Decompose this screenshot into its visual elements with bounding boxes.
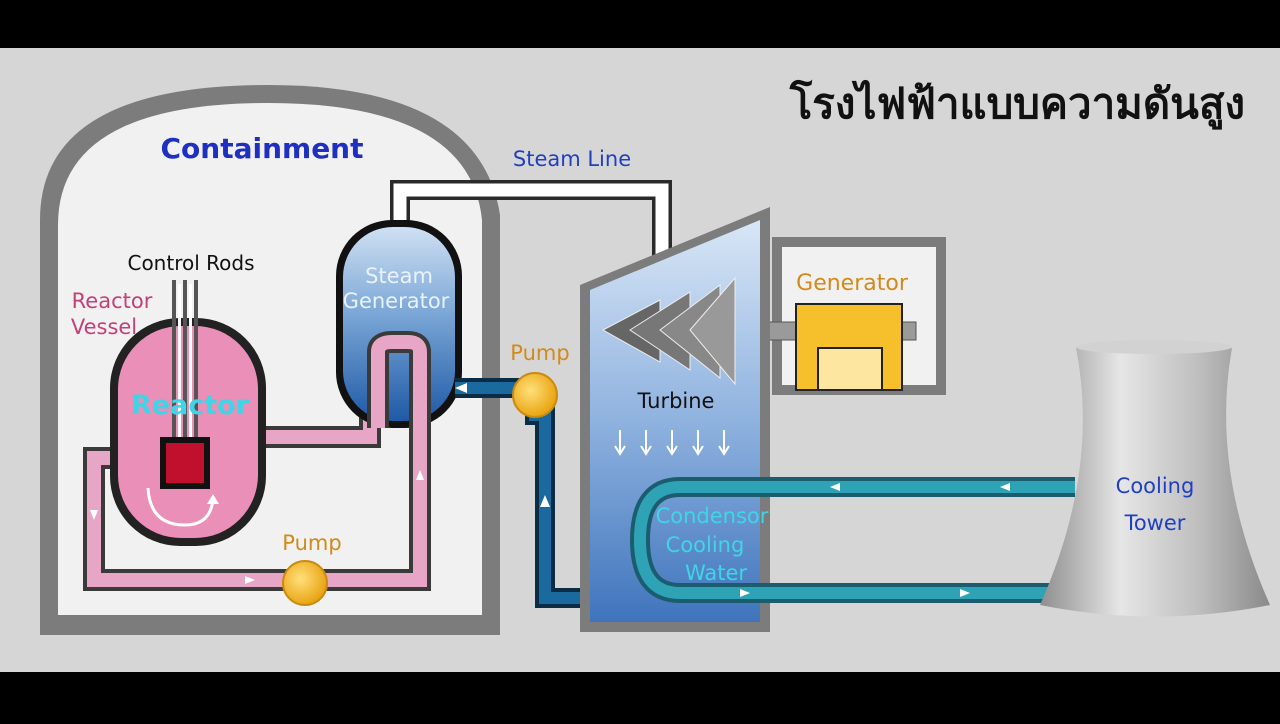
condenser-label-3: Water (685, 561, 747, 585)
reactor-vessel (118, 326, 258, 538)
condenser-label-2: Cooling (666, 533, 745, 557)
flow-arrow-icon (416, 470, 424, 480)
steam-generator (343, 227, 455, 421)
turbine-label: Turbine (637, 389, 715, 413)
cooling-tower-label-2: Tower (1124, 511, 1186, 535)
generator-window (817, 347, 883, 391)
top-bar (0, 0, 1280, 48)
cooling-water-loop (633, 481, 1075, 599)
flow-arrow-icon (740, 589, 750, 597)
flow-arrow-icon (960, 589, 970, 597)
arrowhead-icon (207, 494, 219, 504)
flow-arrow-icon (1000, 483, 1010, 491)
feedwater-pump (512, 372, 558, 418)
steam-generator-label-2: Generator (343, 289, 450, 313)
flow-arrow-icon (830, 483, 840, 491)
coolant-pump (282, 560, 328, 606)
steam-line (393, 183, 669, 275)
reactor-vessel-label-1: Reactor (72, 289, 153, 313)
cooling-tower (1040, 343, 1270, 617)
generator-label: Generator (796, 271, 909, 296)
control-rods-label: Control Rods (127, 251, 254, 275)
cooling-tower-label-1: Cooling (1116, 474, 1195, 498)
page-title: โรงไฟฟ้าแบบความดันสูง (789, 79, 1245, 130)
steam-flow-arrows (614, 430, 730, 456)
flow-arrow-icon (245, 576, 255, 584)
steam-generator-label-1: Steam (365, 264, 433, 288)
reactor-vessel-label-2: Vessel (71, 315, 137, 339)
containment-label: Containment (160, 132, 363, 165)
u-tube (371, 335, 427, 428)
control-rods (172, 280, 198, 450)
cooling-tower-top (1076, 340, 1232, 354)
bottom-bar (0, 672, 1280, 720)
reactor-core (166, 443, 204, 483)
turbine-blades (601, 276, 736, 386)
pump-bottom-label: Pump (282, 531, 341, 555)
condenser-label-1: Condensor (656, 504, 769, 528)
reactor-label: Reactor (131, 390, 250, 421)
steam-line-label: Steam Line (513, 147, 631, 171)
flow-arrow-icon (540, 495, 550, 507)
circulation-arrow-icon (146, 487, 215, 527)
flow-arrow-icon (90, 510, 98, 520)
flow-arrow-icon (455, 383, 467, 393)
pump-top-label: Pump (510, 341, 569, 365)
